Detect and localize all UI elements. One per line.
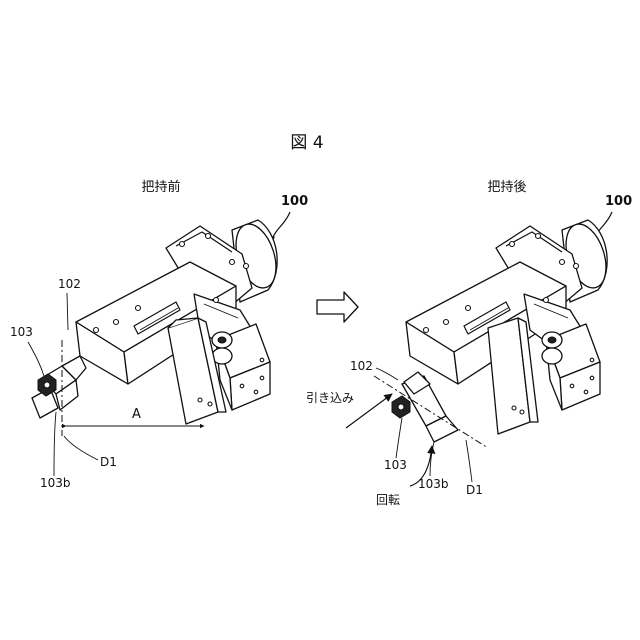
- leader-D1-before: [64, 436, 98, 460]
- heading-before: 把持前: [141, 179, 180, 195]
- leader-100-before: [272, 212, 290, 242]
- panel-after: 把持後 100 102 引き込み 103: [306, 180, 632, 507]
- leader-103-after: [396, 418, 402, 458]
- ref-label-D1-after: D1: [466, 483, 483, 497]
- leader-102-before: [67, 293, 68, 330]
- leader-102-after: [376, 368, 398, 380]
- ref-label-102-after: 102: [350, 359, 373, 373]
- ref-label-100-before: 100: [281, 194, 308, 209]
- gripper-drawing-before: [76, 219, 283, 424]
- dim-label-A: A: [132, 407, 141, 422]
- heading-after: 把持後: [487, 180, 526, 195]
- ref-label-103-before: 103: [10, 325, 33, 339]
- label-pull-in: 引き込み: [306, 391, 354, 405]
- ref-label-102-before: 102: [58, 277, 81, 291]
- ref-label-103b-before: 103b: [40, 476, 71, 490]
- ref-label-103b-after: 103b: [418, 477, 449, 491]
- label-rotation: 回転: [376, 493, 400, 507]
- figure-title: 図 4: [290, 133, 323, 153]
- leader-103b-before: [54, 412, 56, 476]
- ref-label-100-after: 100: [605, 194, 632, 209]
- panel-before: 把持前 100 A 102 103 D1 103b: [10, 179, 308, 490]
- ref-label-103-after: 103: [384, 458, 407, 472]
- transition-arrow: [317, 292, 358, 322]
- leader-103-before: [28, 342, 44, 376]
- object-103-after: [392, 372, 458, 442]
- leader-D1-after: [466, 440, 472, 482]
- ref-label-D1-before: D1: [100, 455, 117, 469]
